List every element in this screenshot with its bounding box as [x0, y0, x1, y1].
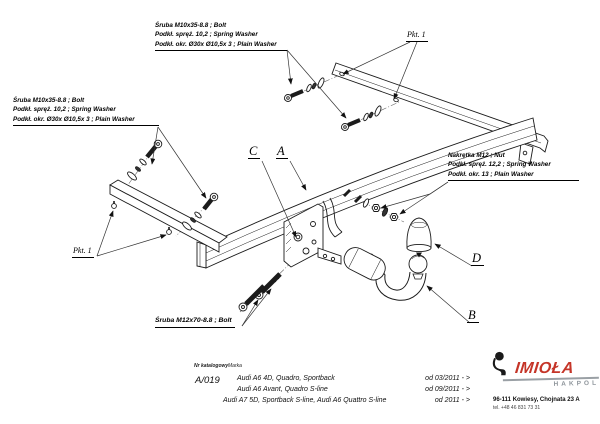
- label-pkt1-right: Pkt. 1: [406, 30, 428, 42]
- part-letter-b: B: [467, 308, 479, 324]
- callout-line: Śruba M10x35-8.8 ; Bolt: [13, 97, 85, 104]
- part-letter-a: A: [276, 144, 288, 160]
- company-address: 96-111 Kowiesy, Chojnata 23 A: [493, 397, 580, 403]
- callout-line: Nakrętka M12 ; Nut: [448, 152, 505, 159]
- brand-header: Marka: [228, 363, 242, 369]
- nut-set-m12: [362, 198, 399, 221]
- vehicle-date: od 09/2011 - >: [425, 386, 470, 393]
- part-letter-c: C: [248, 144, 261, 160]
- vehicle-list: Audi A6 4D, Quadro, Sportback Audi A6 Av…: [223, 373, 386, 406]
- receiver-housing: [343, 247, 386, 281]
- vehicle-model: Audi A7 5D, Sportback S-line, Audi A6 Qu…: [223, 397, 387, 404]
- crossbar-studs: [342, 188, 363, 204]
- vehicle-dates: od 03/2011 - > od 09/2011 - > od 2011 - …: [408, 373, 470, 406]
- ball-cover-cap: [406, 217, 432, 258]
- brand-name: IMIOŁA: [514, 360, 575, 377]
- crossbar-beam: [196, 117, 538, 269]
- label-pkt1-left: Pkt. 1: [72, 246, 94, 258]
- centre-support-arm: [322, 197, 343, 238]
- callout-line: Podkł. spręż. 12,2 ; Spring Washer: [448, 161, 551, 169]
- right-bracket-arm: [331, 62, 549, 165]
- callout-bolt-m10-top: Śruba M10x35-8.8 ; Bolt Podkł. spręż. 10…: [155, 21, 287, 52]
- callout-bolt-m12-bottom: Śruba M12x70-8.8 ; Bolt: [155, 317, 235, 328]
- company-phone: tel. +48 46 831 73 31: [493, 405, 541, 411]
- bolt-set-left-1: [127, 139, 163, 181]
- vehicle-date: od 03/2011 - >: [425, 375, 470, 382]
- callout-line: Śruba M10x35-8.8 ; Bolt: [155, 22, 227, 29]
- bolt-set-top-1: [284, 77, 325, 102]
- callout-line: Podkł. okr. Ø30x Ø10,5x 3 ; Plain Washer: [155, 40, 277, 48]
- towball-ball: [408, 254, 428, 274]
- callout-line: Podkł. spręż. 10,2 ; Spring Washer: [13, 106, 116, 114]
- part-letter-d: D: [471, 251, 485, 267]
- bolt-set-m12x70: [238, 272, 282, 312]
- vehicle-model: Audi A6 4D, Quadro, Sportback: [237, 375, 335, 382]
- bolt-set-top-2: [341, 105, 382, 131]
- callout-nut-m12-right: Nakrętka M12 ; Nut Podkł. spręż. 12,2 ; …: [448, 151, 579, 182]
- leader-lines: [96, 41, 473, 327]
- callout-bolt-m10-left: Śruba M10x35-8.8 ; Bolt Podkł. spręż. 10…: [13, 96, 159, 127]
- catalog-number: A/019: [195, 375, 220, 386]
- bolt-set-left-2: [182, 192, 219, 231]
- callout-line: Podkł. spręż. 10,2 ; Spring Washer: [155, 31, 258, 39]
- vehicle-date: od 2011 - >: [434, 397, 470, 404]
- vehicle-model: Audi A6 Avant, Quadro S-line: [237, 386, 328, 393]
- brand-subname: HAKPOL: [502, 376, 600, 390]
- left-bracket-arm: [109, 179, 228, 253]
- company-logo: IMIOŁA HAKPOL: [491, 351, 600, 390]
- towball-logo-icon: [492, 351, 506, 376]
- catalog-number-header: Nr katalogowy: [194, 363, 229, 369]
- callout-line: Podkł. okr. Ø30x Ø10,5x 3 ; Plain Washer: [13, 115, 135, 123]
- callout-line: Podkł. okr. 13 ; Plain Washer: [448, 170, 534, 178]
